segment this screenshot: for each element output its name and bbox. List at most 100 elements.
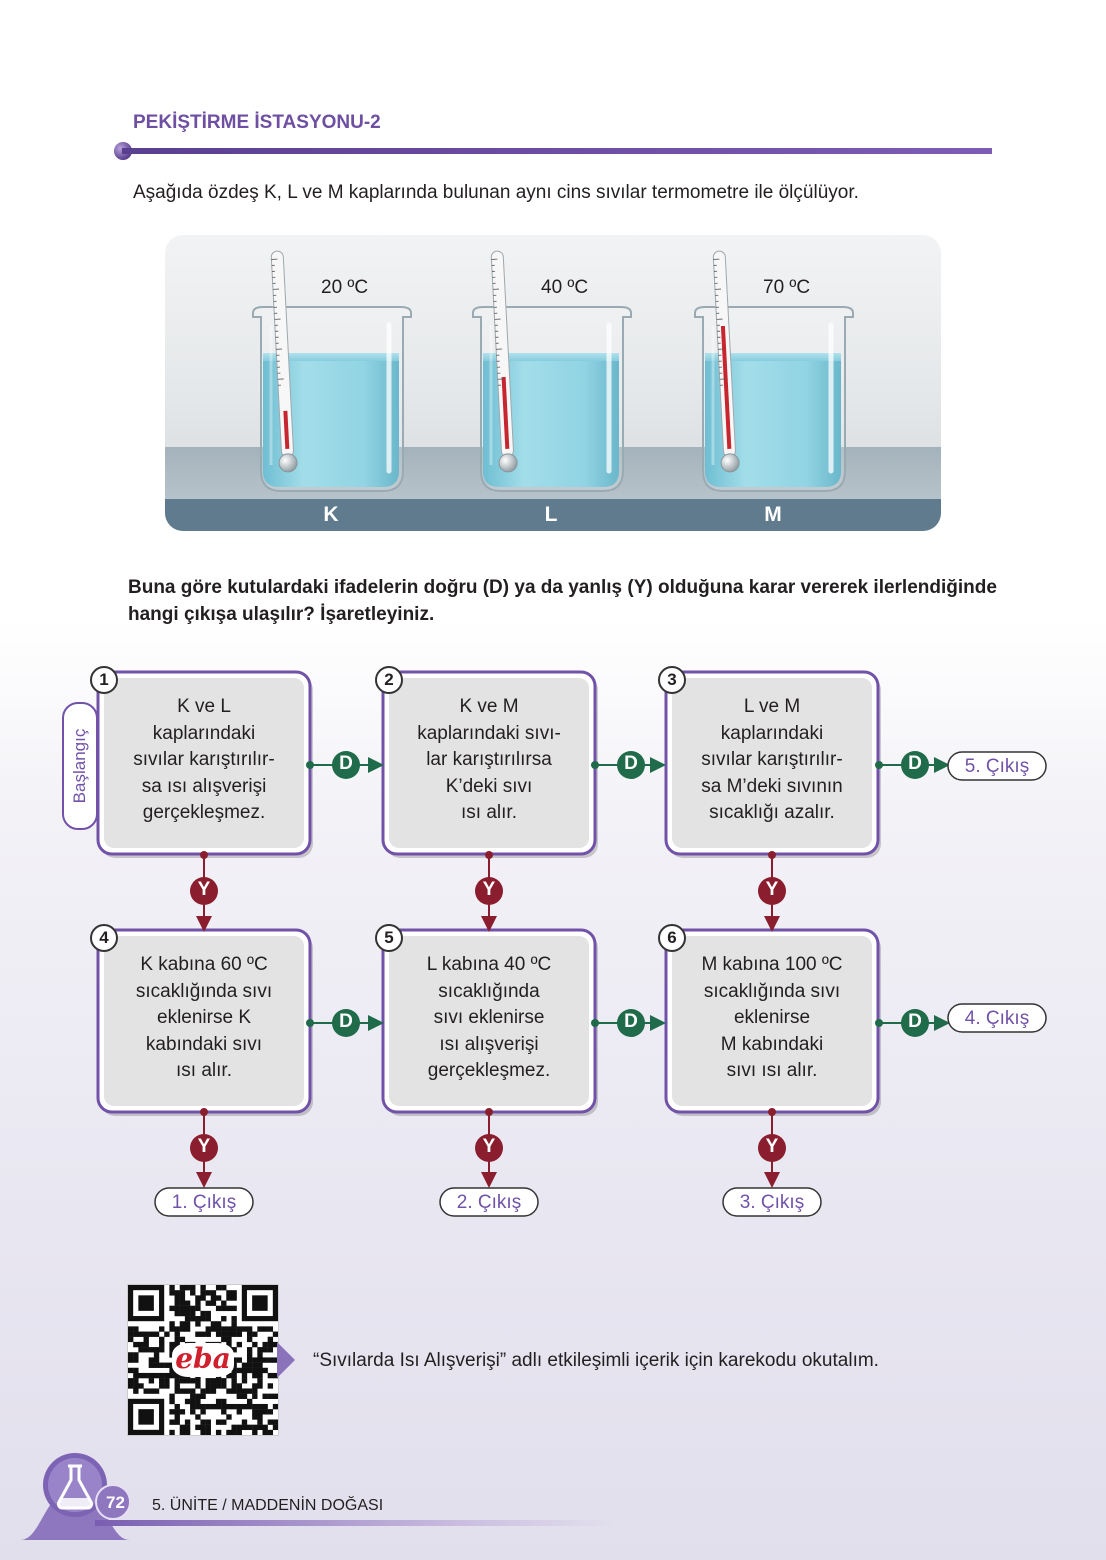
qr-finder [128, 1398, 165, 1435]
statement-box-2 [375, 666, 598, 858]
qr-pattern [128, 1285, 279, 1436]
qr-code[interactable]: eba [127, 1284, 279, 1436]
question-text: Buna göre kutulardaki ifadelerin doğru (… [128, 577, 997, 625]
step-number: 4 [99, 928, 109, 947]
exit-pill [947, 751, 1047, 781]
statement-line: L kabına 40 ºC [426, 954, 552, 975]
statement-line: K kabına 60 ºC [140, 954, 268, 975]
temp-label-K: 20 ºC [321, 277, 369, 298]
statement-line: gerçekleşmez. [142, 802, 266, 823]
exit-pill [947, 1003, 1047, 1033]
false-connector [475, 851, 503, 932]
statement-line: kabındaki sıvı [145, 1033, 263, 1055]
false-badge: Y [765, 879, 779, 900]
statement-line: ısı alır. [176, 1060, 232, 1081]
true-connector [591, 1009, 666, 1037]
qr-caption: “Sıvılarda Isı Alışverişi” adlı etkileşi… [313, 1350, 879, 1371]
start-label-box: Başlangıç [62, 702, 98, 830]
false-connector [190, 851, 218, 932]
flask-icon [56, 1464, 94, 1510]
false-connector [475, 1108, 503, 1188]
statement-line: K ve L [177, 696, 231, 717]
step-number: 2 [384, 670, 394, 689]
exit-label: 3. Çıkış [739, 1192, 805, 1213]
true-badge: D [624, 753, 638, 774]
true-connector [875, 1009, 950, 1037]
step-number: 5 [384, 928, 394, 947]
exit-label: 1. Çıkış [171, 1192, 237, 1213]
statement-line: sa ısı alışverişi [141, 775, 267, 797]
step-number-badge [375, 666, 403, 694]
thermometer-K [270, 250, 298, 473]
statement-line: M kabına 100 ºC [701, 954, 843, 975]
qr-finder [128, 1285, 165, 1322]
statement-text: K ve L kaplarındaki sıvılar karıştırılır-s… [98, 694, 310, 827]
statement-line: ısı alışverişi [439, 1033, 539, 1055]
beaker-illustration [165, 235, 941, 531]
step-number: 1 [99, 670, 109, 689]
statement-line: sıvı eklenirse [433, 1007, 545, 1028]
statement-line: sıcaklığında sıvı [703, 980, 841, 1002]
start-label: Başlangıç [70, 728, 89, 804]
exit-label: 5. Çıkış [964, 756, 1030, 777]
qr-pointer [277, 1342, 295, 1378]
false-badge: Y [765, 1136, 779, 1157]
statement-line: ısı alır. [461, 802, 517, 823]
page-number: 72 [106, 1493, 125, 1512]
step-number: 3 [667, 670, 677, 689]
beaker-label-L: L [544, 503, 558, 526]
beaker-label-K: K [323, 503, 339, 526]
statement-line: sıcaklığı azalır. [709, 802, 835, 823]
footer-unit-title: 5. ÜNİTE / MADDENİN DOĞASI [152, 1497, 384, 1514]
footer-flask-badge [20, 1453, 130, 1540]
statement-box-5 [375, 924, 598, 1116]
true-connector [306, 1009, 384, 1037]
statement-box-1 [90, 666, 313, 858]
true-connector [591, 751, 666, 779]
step-number: 6 [667, 928, 677, 947]
exit-pill [722, 1187, 822, 1217]
true-badge: D [908, 753, 922, 774]
false-badge: Y [482, 1136, 496, 1157]
intro-text: Aşağıda özdeş K, L ve M kaplarında bulun… [133, 182, 859, 203]
beaker-L [472, 250, 632, 492]
statement-line: K ve M [459, 696, 519, 717]
thermometer-L [490, 250, 518, 473]
false-connector [758, 851, 786, 932]
statement-line: sıvılar karıştırılır- [133, 749, 275, 770]
beaker-K [252, 250, 412, 492]
true-badge: D [908, 1011, 922, 1032]
statement-line: K’deki sıvı [445, 775, 533, 797]
exit-label: 2. Çıkış [456, 1192, 522, 1213]
footer-rule [95, 1520, 615, 1526]
step-number-badge [658, 924, 686, 952]
qr-finder [241, 1285, 278, 1322]
statement-text: M kabına 100 ºC sıcaklığında sıvı eklenirs… [666, 952, 878, 1085]
statement-line: kaplarındaki [152, 722, 256, 744]
step-number-badge [90, 924, 118, 952]
false-badge: Y [482, 879, 496, 900]
statement-line: sıvı ısı alır. [726, 1060, 818, 1081]
exit-label: 4. Çıkış [964, 1008, 1030, 1029]
step-number-badge [375, 924, 403, 952]
step-number-badge [658, 666, 686, 694]
thermometer-M [712, 250, 740, 473]
false-connector [758, 1108, 786, 1188]
statement-line: sıvılar karıştırılır- [701, 749, 843, 770]
statement-line: eklenirse [733, 1007, 811, 1028]
eba-logo: eba [172, 1343, 234, 1377]
statement-box-6 [658, 924, 881, 1116]
false-connector [190, 1108, 218, 1188]
true-badge: D [339, 1011, 353, 1032]
temp-label-L: 40 ºC [541, 277, 589, 298]
statement-line: kaplarındaki sıvı- [417, 722, 561, 744]
statement-line: M kabındaki [720, 1033, 824, 1055]
false-badge: Y [197, 1136, 211, 1157]
true-badge: D [624, 1011, 638, 1032]
true-badge: D [339, 753, 353, 774]
statement-line: L ve M [743, 696, 801, 717]
